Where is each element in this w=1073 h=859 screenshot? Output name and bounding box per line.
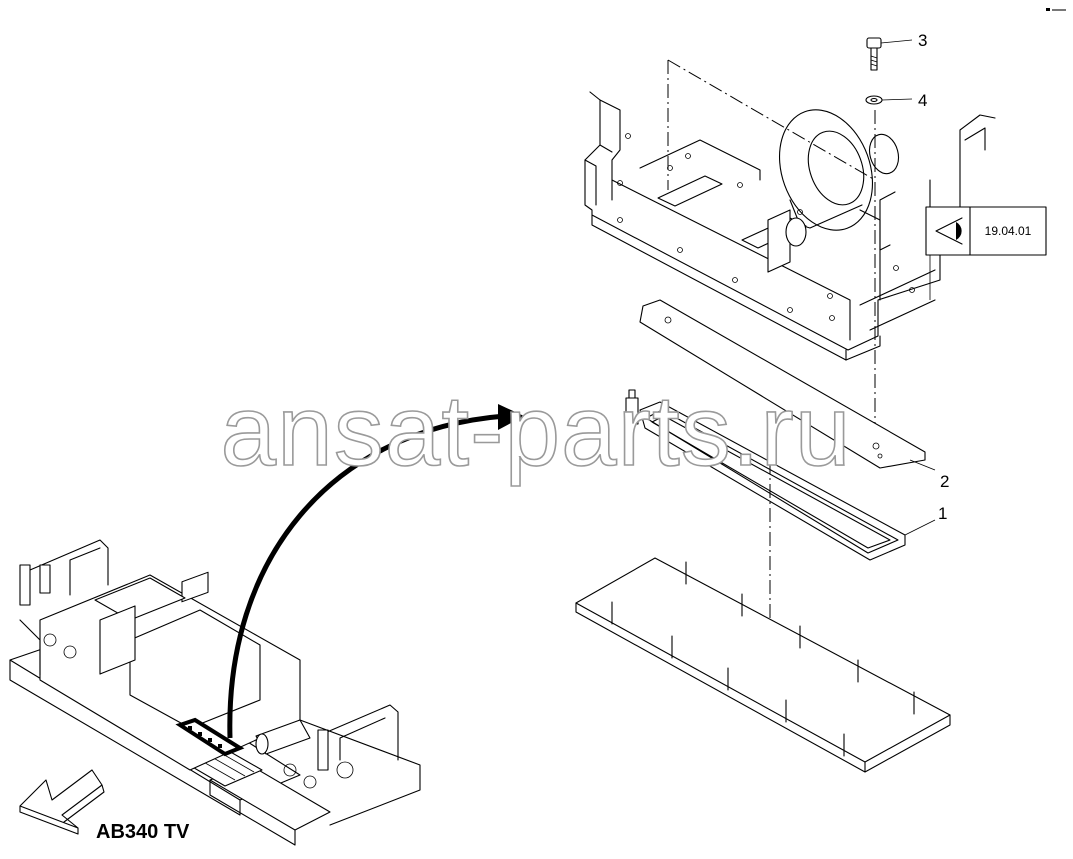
callout-1: 1: [938, 504, 947, 523]
direction-arrow-icon: [19, 769, 105, 835]
machine-label: AB340 TV: [96, 821, 190, 843]
assembly-centerlines: [667, 59, 876, 650]
heating-element-part-1: [625, 389, 936, 561]
base-plate: [575, 557, 951, 773]
watermark-text: ansat-parts.ru: [221, 375, 852, 487]
corner-marks: [1046, 8, 1066, 11]
screed-machine: [9, 539, 421, 846]
callout-2: 2: [940, 472, 949, 491]
frame-housing: [584, 91, 996, 361]
pointer-arrow: [227, 404, 524, 739]
callout-4: 4: [918, 91, 927, 110]
reference-code: 19.04.01: [985, 224, 1032, 238]
eye-view-icon: [935, 217, 963, 245]
reference-box: 19.04.01: [925, 206, 1047, 300]
bolt-part-3: [866, 37, 913, 71]
cover-plate-part-2: [639, 299, 936, 471]
washer-part-4: [865, 95, 913, 105]
callout-3: 3: [918, 31, 927, 50]
